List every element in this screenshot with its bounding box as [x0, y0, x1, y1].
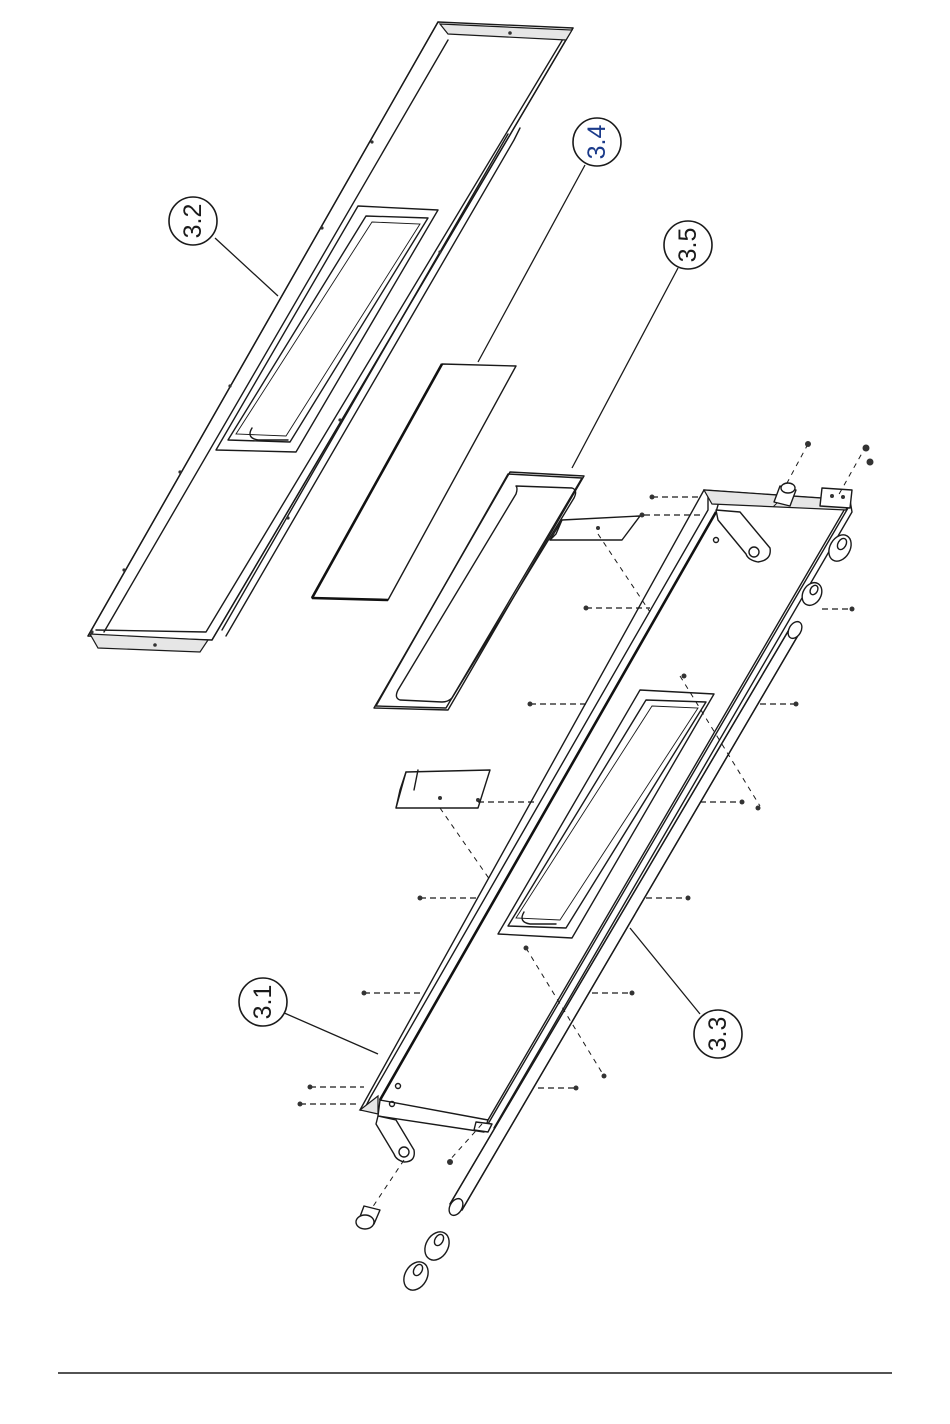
bracket-middle: [396, 770, 490, 808]
bolt-lower: [356, 1206, 380, 1229]
bracket-upper: [550, 516, 640, 540]
callout-3-5: 3.5: [664, 221, 712, 269]
callout-label-3-5: 3.5: [674, 228, 702, 263]
bushing-lower-2: [399, 1258, 433, 1295]
bushing-lower-1: [420, 1228, 454, 1265]
leader-3-4: [478, 165, 585, 362]
callout-3-1: 3.1: [239, 978, 287, 1026]
callout-3-2: 3.2: [169, 197, 217, 245]
callout-label-3-4: 3.4: [583, 125, 611, 160]
leader-3-1: [282, 1012, 378, 1054]
callout-label-3-2: 3.2: [179, 204, 207, 239]
bushing-upper-2: [798, 579, 826, 609]
leader-3-2: [215, 238, 278, 296]
callout-3-3: 3.3: [694, 1010, 742, 1058]
leader-3-5: [572, 268, 678, 468]
leader-3-3: [630, 928, 700, 1014]
callout-label-3-1: 3.1: [249, 985, 277, 1020]
part-3-1-main-channel: [360, 488, 852, 1162]
callout-3-4: 3.4: [573, 118, 621, 166]
callout-label-3-3: 3.3: [704, 1017, 732, 1052]
